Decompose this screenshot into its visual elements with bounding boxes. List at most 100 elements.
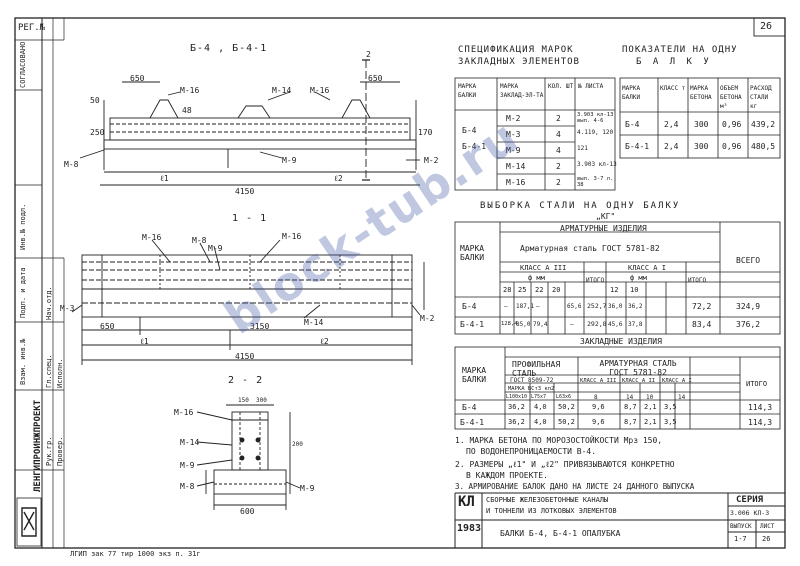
- emb-dia-1: 14: [626, 394, 634, 401]
- note-1b: ПО ВОДОНЕПРОНИЦАЕМОСТИ В-4.: [466, 447, 597, 456]
- emb-r1-c3: 50,2: [558, 418, 575, 426]
- label-m16-a: М-16: [180, 86, 200, 95]
- section-1-title: 1 - 1: [232, 213, 268, 224]
- dim-l1-b: ℓ1: [140, 337, 149, 346]
- steel-r1-c1: 128,4: [501, 321, 518, 327]
- steel-r1-c7: 37,8: [628, 321, 643, 328]
- series-label: СЕРИЯ: [736, 495, 764, 505]
- emb-r1-c5: 8,7: [624, 418, 637, 426]
- steel-r0-c10: 324,9: [736, 302, 761, 311]
- label-m16-c: М-16: [142, 233, 162, 242]
- label-m9-d: М-9: [300, 484, 315, 493]
- emb-r0-c4: 9,6: [592, 403, 605, 411]
- role-1: Нач.отд.: [45, 286, 53, 320]
- steel-h-a3: КЛАСС А III: [520, 264, 567, 272]
- emb-r0-c1: 36,2: [508, 403, 525, 411]
- steel-col-25: 25: [518, 286, 527, 294]
- emb-h-gost: ГОСТ 8509-72: [510, 377, 554, 384]
- emb-r0-c3: 50,2: [558, 403, 575, 411]
- beam-title: Б-4 , Б-4-1: [190, 43, 268, 54]
- dim-650-b: 650: [100, 322, 115, 331]
- steel-r0-c7: 36,2: [628, 303, 643, 310]
- dim-150-a: 150: [238, 397, 249, 404]
- emb-r1-c8: 114,3: [748, 418, 773, 427]
- emb-r0-mark: Б-4: [462, 403, 477, 412]
- spec-r1-c3: 4.119, 120: [577, 129, 614, 136]
- steel-r1-c5: 292,8: [587, 320, 607, 328]
- label-m9-c: М-9: [180, 461, 195, 470]
- spec-r0-c1: М-2: [506, 114, 521, 123]
- steel-col-28: 28: [503, 286, 512, 294]
- label-m14-b: М-14: [304, 318, 324, 327]
- steel-r1-c10: 376,2: [736, 320, 761, 329]
- ind-r1-c0: Б-4-1: [625, 142, 650, 151]
- emb-h-grade: МАРКА ВСт3 кп2: [508, 386, 555, 392]
- spec-r0-c3: 3.903 кл-13 вып. 4-6: [577, 112, 614, 124]
- stamp-kl: КЛ: [458, 494, 475, 510]
- emb-h-mark: МАРКА БАЛКИ: [462, 366, 487, 384]
- emb-r1-c2: 4,0: [534, 418, 547, 426]
- steel-h-steel: Арматурная сталь ГОСТ 5781-82: [520, 244, 660, 253]
- steel-h-arm: АРМАТУРНЫЕ ИЗДЕЛИЯ: [560, 224, 647, 233]
- emb-h-a2: КЛАСС А II: [622, 378, 656, 384]
- emb-r1-c7: 3,5: [664, 418, 677, 426]
- steel-r1-c4: —: [570, 321, 574, 328]
- stamp-title-2: И ТОННЕЛИ ИЗ ЛОТКОВЫХ ЭЛЕМЕНТОВ: [486, 507, 617, 515]
- label-m8-b: М-8: [192, 236, 207, 245]
- ind-r0-c3: 0,96: [722, 120, 742, 129]
- emb-h-arm: АРМАТУРНАЯ СТАЛЬ ГОСТ 5781-82: [599, 359, 677, 377]
- emb-r1-c1: 36,2: [508, 418, 525, 426]
- spec-r2-c2: 4: [556, 146, 561, 155]
- steel-r0-c2: 187,1: [516, 303, 535, 310]
- ind-h-1: КЛАСС т: [660, 85, 686, 92]
- emb-r0-c8: 114,3: [748, 403, 773, 412]
- spec-r3-c2: 2: [556, 162, 561, 171]
- ind-h-3: ОБЪЕМ БЕТОНА м³: [720, 85, 742, 110]
- label-m8-a: М-8: [64, 160, 79, 169]
- spec-h-2: КОЛ. ШТ: [548, 83, 574, 90]
- spec-r3-c3: 3.903 кл-13: [577, 161, 617, 168]
- indicators-title: ПОКАЗАТЕЛИ НА ОДНУ: [622, 45, 738, 55]
- series-value: 3.006 КЛ-3: [730, 509, 770, 517]
- strip-sign: Подп. и дата: [19, 267, 27, 318]
- dim-l2-b: ℓ2: [320, 337, 329, 346]
- ind-r0-c0: Б-4: [625, 120, 640, 129]
- strip-replace: Взам. инв.№: [19, 338, 27, 385]
- note-1: 1. МАРКА БЕТОНА ПО МОРОЗОСТОЙКОСТИ Мрз 1…: [455, 436, 663, 445]
- label-m2-b: М-2: [420, 314, 435, 323]
- ind-r0-c4: 439,2: [751, 120, 776, 129]
- dim-4150-a: 4150: [235, 187, 255, 196]
- section-mark-2: 2: [366, 50, 371, 59]
- spec-r1-c0: Б-4-1: [462, 142, 487, 151]
- spec-r2-c1: М-9: [506, 146, 521, 155]
- dim-l1-a: ℓ1: [160, 174, 169, 183]
- stamp-title-1: СБОРНЫЕ ЖЕЛЕЗОБЕТОННЫЕ КАНАЛЫ: [486, 496, 609, 504]
- role-2: Гл.спец.: [45, 354, 53, 388]
- dim-650-left: 650: [130, 74, 145, 83]
- spec-subtitle: ЗАКЛАДНЫХ ЭЛЕМЕНТОВ: [458, 57, 580, 67]
- spec-r4-c2: 2: [556, 178, 561, 187]
- steel-unit: „КГ": [596, 212, 616, 221]
- dim-3150: 3150: [250, 322, 270, 331]
- steel-col-20: 20: [552, 286, 561, 294]
- spec-r0-c0: Б-4: [462, 126, 477, 135]
- dim-170: 170: [418, 128, 433, 137]
- emb-h-itogo: ИТОГО: [746, 380, 768, 388]
- label-m14-a: М-14: [272, 86, 292, 95]
- steel-r1-mark: Б-4-1: [460, 320, 485, 329]
- spec-h-3: № ЛИСТА: [578, 83, 604, 90]
- steel-col-10: 10: [630, 286, 639, 294]
- steel-h-dmm-a3: ф мм: [528, 274, 545, 282]
- ind-r1-c2: 300: [694, 142, 709, 151]
- strip-approved: СОГЛАСОВАНО: [19, 41, 27, 88]
- steel-h-mark: МАРКА БАЛКИ: [460, 244, 485, 262]
- dim-48: 48: [182, 106, 192, 115]
- dim-l2-a: ℓ2: [334, 174, 343, 183]
- emb-title: ЗАКЛАДНЫЕ ИЗДЕЛИЯ: [580, 337, 662, 346]
- label-m2-a: М-2: [424, 156, 439, 165]
- emb-r1-c6: 2,1: [644, 418, 657, 426]
- label-m16-d: М-16: [282, 232, 302, 241]
- label-m3-a: М-3: [60, 304, 75, 313]
